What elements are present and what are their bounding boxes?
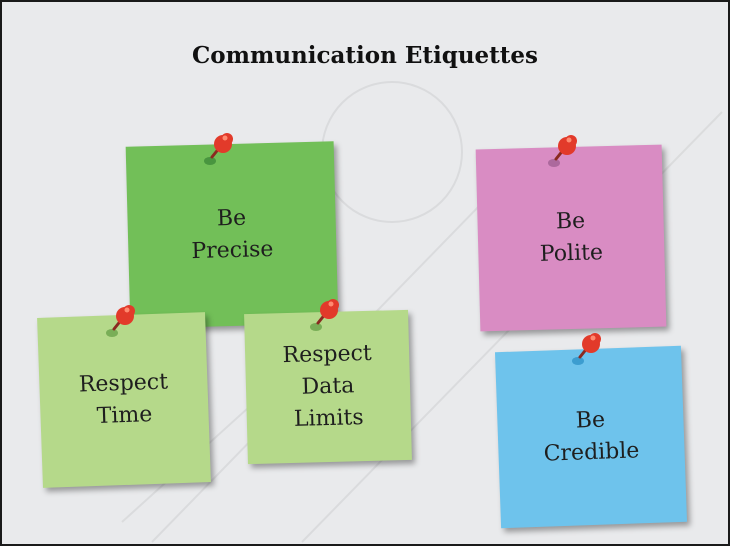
diagram-title: Communication Etiquettes: [192, 42, 538, 69]
note-respect-data-limits: Respect Data Limits: [244, 309, 412, 465]
note-be-credible: Be Credible: [494, 345, 688, 529]
note-label: Be Polite: [539, 208, 604, 267]
note-be-polite: Be Polite: [475, 144, 667, 332]
note-label: Be Credible: [543, 407, 640, 467]
note-label: Respect Data Limits: [282, 341, 373, 432]
note-respect-time: Respect Time: [37, 312, 211, 488]
note-label: Be Precise: [191, 205, 274, 265]
note-be-precise: Be Precise: [125, 141, 339, 329]
note-label: Respect Time: [78, 369, 169, 429]
